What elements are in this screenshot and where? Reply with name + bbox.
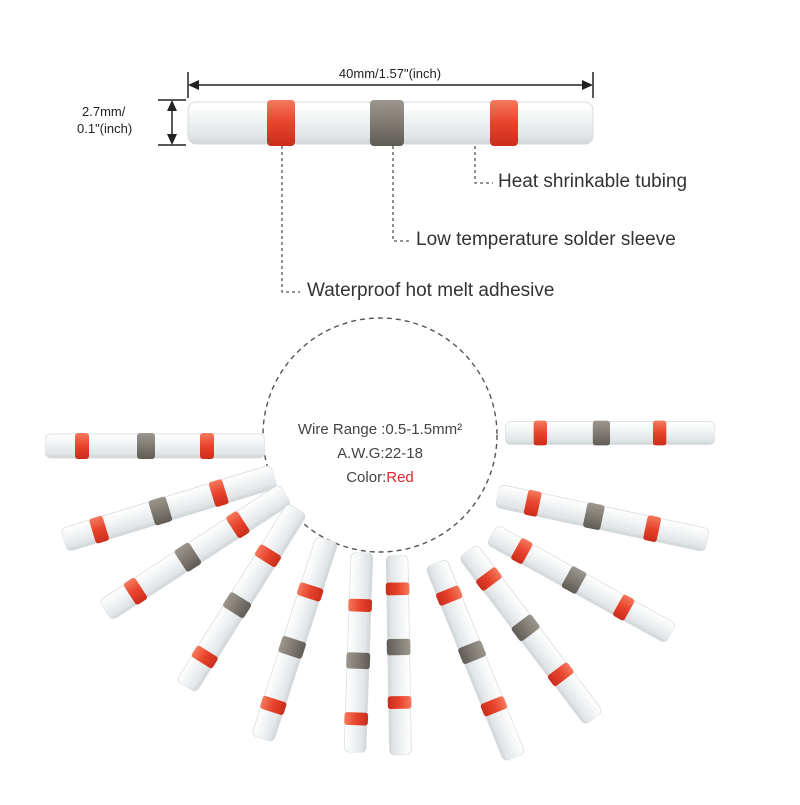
wire-range-text: Wire Range :0.5-1.5mm² <box>297 421 463 438</box>
callout-solder-sleeve: Low temperature solder sleeve <box>416 229 676 250</box>
fan-connector <box>342 552 375 753</box>
solder-sleeve <box>370 100 404 146</box>
main-connector <box>187 100 594 146</box>
diameter-label-line2: 0.1"(inch) <box>77 121 133 136</box>
callout-adhesive: Waterproof hot melt adhesive <box>307 280 555 301</box>
callout-tubing: Heat shrinkable tubing <box>498 171 688 192</box>
fan-connector <box>45 433 265 459</box>
fan-connector <box>384 555 413 756</box>
length-label: 40mm/1.57"(inch) <box>338 66 442 81</box>
adhesive-band-left <box>267 100 295 146</box>
fan-connector <box>505 420 715 446</box>
spec-circle <box>262 317 498 553</box>
diameter-label-line1: 2.7mm/ <box>82 104 126 119</box>
adhesive-band-right <box>490 100 518 146</box>
color-prefix: Color: <box>346 469 387 486</box>
callout-leaders <box>281 146 493 293</box>
color-value: Red <box>386 469 414 486</box>
diameter-dimension <box>158 99 186 146</box>
awg-text: A.W.G:22-18 <box>337 445 423 462</box>
color-text: Color:Red <box>250 469 510 486</box>
length-dimension <box>187 72 594 98</box>
